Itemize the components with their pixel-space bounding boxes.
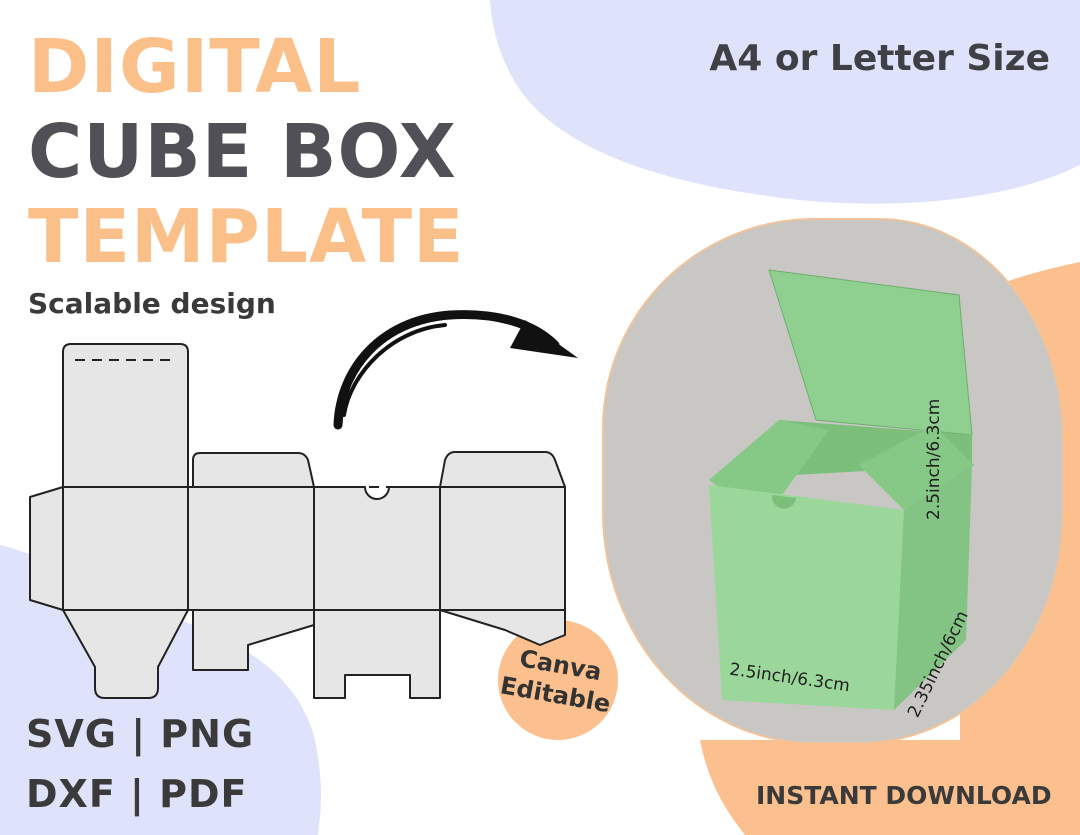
box-net-diagram: [29, 343, 566, 699]
title-line-template: TEMPLATE: [28, 194, 465, 280]
title-line-digital: DIGITAL: [28, 24, 362, 110]
instant-download-label: INSTANT DOWNLOAD: [756, 781, 1052, 810]
formats-line-2: DXF | PDF: [26, 772, 248, 816]
subtitle: Scalable design: [28, 287, 276, 320]
curved-arrow-icon: [333, 310, 578, 430]
height-dimension: 2.5inch/6.3cm: [924, 398, 944, 520]
size-label: A4 or Letter Size: [709, 38, 1050, 79]
formats-line-1: SVG | PNG: [26, 712, 255, 756]
green-cube-box: [604, 220, 1062, 742]
title-line-cube-box: CUBE BOX: [28, 109, 457, 195]
product-photo: 2.5inch/6.3cm 2.5inch/6.3cm 2.35inch/6cm: [602, 218, 1064, 744]
